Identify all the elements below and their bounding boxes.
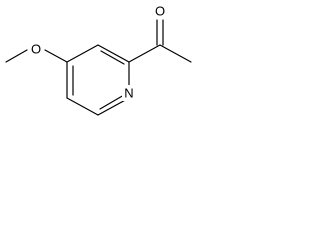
methoxy-oxygen-label: O (31, 42, 41, 57)
bond-ring-c4-c3 (66, 44, 99, 63)
bond-ring-c2-carbonyl-c (128, 44, 161, 63)
bond-ring-c3-c2 (97, 44, 130, 63)
bond-carbonyl-c-methyl (159, 44, 192, 63)
carbonyl-oxygen-bg (153, 3, 167, 19)
carbonyl-oxygen-label: O (155, 4, 165, 19)
ring-nitrogen-bg (122, 85, 136, 101)
bond-methyl-methoxy-o (5, 49, 28, 63)
bond-ring-n-c6-double (99, 94, 125, 110)
bond-ring-c6-c5 (66, 97, 99, 116)
ring-nitrogen-label: N (124, 86, 133, 101)
methoxy-oxygen-bg (29, 41, 43, 57)
chemical-structure-diagram: O O N (5, 3, 192, 116)
bond-methoxy-o-ring (44, 49, 68, 63)
bond-ring-c3-c2-double (100, 50, 125, 65)
